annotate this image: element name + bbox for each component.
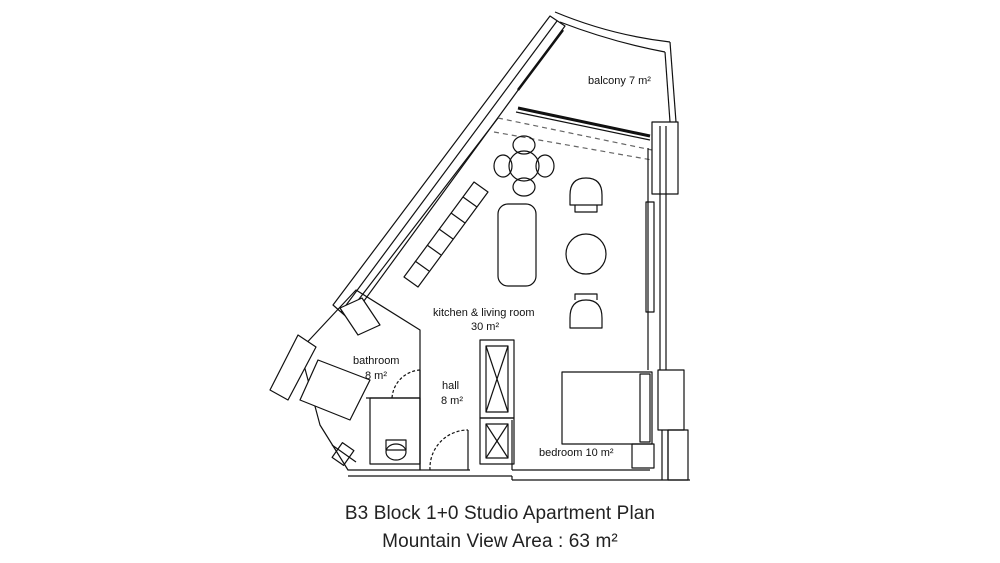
balcony-label: balcony 7 m² [588, 75, 651, 87]
main-room-walls [355, 117, 650, 471]
right-cabinet [645, 201, 655, 313]
kitchen-label: kitchen & living room [433, 307, 535, 319]
bathroom-walls [269, 289, 421, 471]
right-exterior-wall [651, 121, 689, 481]
bathroom-label: bathroom [353, 355, 399, 367]
bedroom-label: bedroom 10 m² [539, 447, 614, 459]
hall-area-label: 8 m² [441, 395, 463, 407]
kitchen-counter [403, 181, 489, 288]
hall-label: hall [442, 380, 459, 392]
bathroom-door [391, 369, 421, 400]
entrance-door [419, 400, 470, 471]
balcony-outline [515, 11, 677, 141]
kitchen-area-label: 30 m² [471, 321, 499, 333]
lower-exterior-wall [348, 475, 690, 481]
armchairs [565, 177, 607, 329]
diagonal-exterior-wall [332, 15, 566, 321]
wardrobe [479, 339, 515, 465]
bed [561, 371, 655, 469]
plan-area: Mountain View Area : 63 m² [382, 531, 618, 552]
plan-title: B3 Block 1+0 Studio Apartment Plan [344, 503, 656, 524]
dining-table [493, 135, 555, 197]
sofa [497, 203, 537, 287]
bathroom-area-label: 8 m² [365, 370, 387, 382]
